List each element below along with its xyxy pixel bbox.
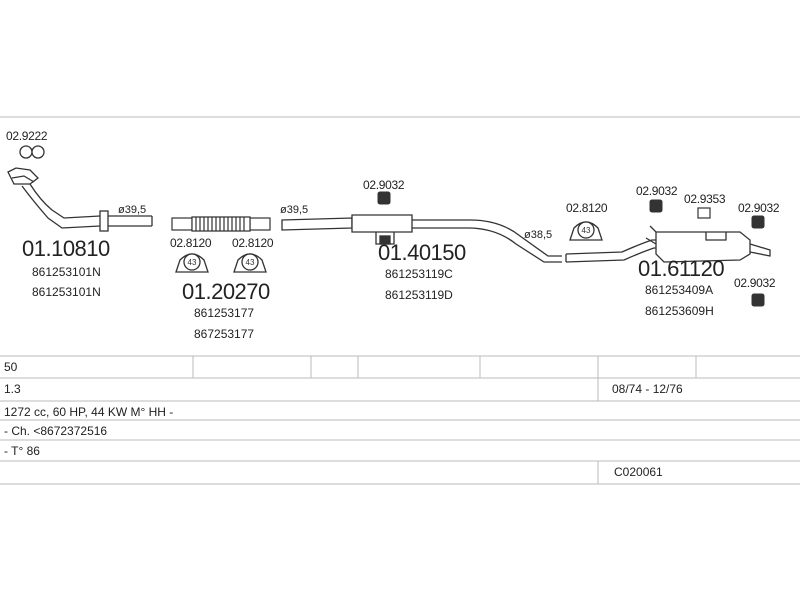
accessory-code-clamp-1: 02.8120 xyxy=(170,236,212,250)
clamp-number-1: 43 xyxy=(188,258,197,267)
table-row-5-temp: - T° 86 xyxy=(4,444,40,458)
clamp-number-2: 43 xyxy=(246,258,255,267)
table-row-2-model: 1.3 xyxy=(4,382,21,396)
part-number-rear-silencer: 01.61120 xyxy=(638,256,725,281)
table-row-4-chassis: - Ch. <8672372516 xyxy=(4,424,108,438)
table-row-6-code: C020061 xyxy=(614,465,663,479)
oem-ref-front-pipe-2: 861253101N xyxy=(32,285,101,299)
oem-ref-flex-pipe-2: 867253177 xyxy=(194,327,255,341)
accessory-code-gasket: 02.9222 xyxy=(6,129,48,143)
accessory-code-mount-2: 02.9032 xyxy=(636,184,678,198)
accessory-code-heat-shield: 02.9353 xyxy=(684,192,726,206)
rubber-mount-drawing-1 xyxy=(377,191,391,205)
spec-table-grid xyxy=(0,355,800,485)
oem-ref-middle-silencer-1: 861253119C xyxy=(385,267,453,281)
accessory-code-clamp-3: 02.8120 xyxy=(566,201,608,215)
rubber-mount-drawing-2 xyxy=(649,199,765,307)
part-number-middle-silencer: 01.40150 xyxy=(378,240,466,265)
clamp-drawing-2 xyxy=(233,253,267,273)
clamp-drawing-3 xyxy=(569,221,603,241)
flex-pipe-drawing xyxy=(171,216,271,232)
oem-ref-rear-silencer-1: 861253409A xyxy=(645,283,714,297)
clamp-drawing-1 xyxy=(175,253,209,273)
accessory-code-mount-3: 02.9032 xyxy=(738,201,780,215)
accessory-code-mount-1: 02.9032 xyxy=(363,178,405,192)
clamp-number-3: 43 xyxy=(582,226,591,235)
heat-shield-drawing xyxy=(697,207,711,219)
part-number-flex-pipe: 01.20270 xyxy=(182,279,270,304)
oem-ref-middle-silencer-2: 861253119D xyxy=(385,288,453,302)
oem-ref-flex-pipe-1: 861253177 xyxy=(194,306,255,320)
gasket-drawing xyxy=(19,145,45,159)
diameter-label-1: ø39,5 xyxy=(118,204,147,216)
accessory-code-mount-4: 02.9032 xyxy=(734,276,776,290)
part-number-front-pipe: 01.10810 xyxy=(22,236,110,261)
front-pipe-drawing xyxy=(7,167,153,232)
table-row-1-value: 50 xyxy=(4,360,18,374)
middle-silencer-drawing xyxy=(281,214,562,263)
oem-ref-rear-silencer-2: 861253609H xyxy=(645,304,714,318)
oem-ref-front-pipe-1: 861253101N xyxy=(32,265,101,279)
accessory-code-clamp-2: 02.8120 xyxy=(232,236,274,250)
table-row-2-date-range: 08/74 - 12/76 xyxy=(612,382,683,396)
rear-silencer-drawing xyxy=(565,225,771,263)
table-row-3-engine: 1272 cc, 60 HP, 44 KW M° HH - xyxy=(4,405,174,419)
diameter-label-2: ø39,5 xyxy=(280,204,309,216)
diameter-label-3: ø38,5 xyxy=(524,229,553,241)
